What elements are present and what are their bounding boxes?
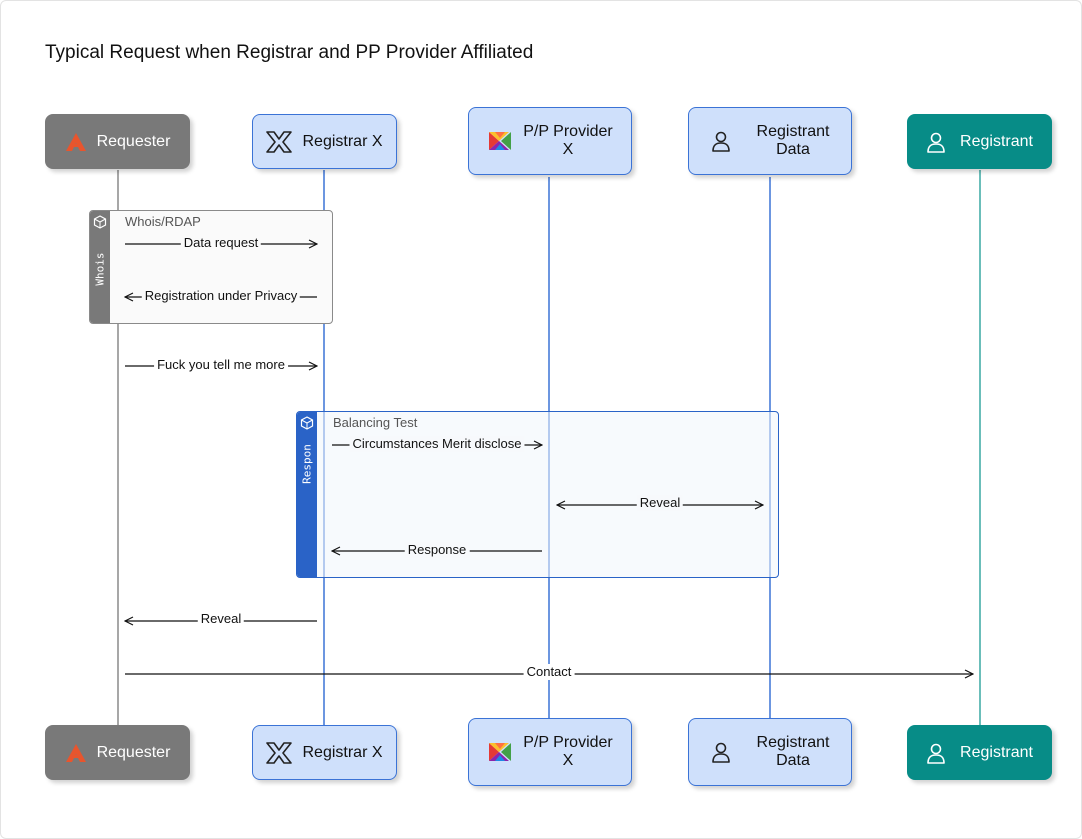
participant-registrant-data-bottom[interactable]: Registrant Data <box>688 718 852 786</box>
participant-label: Registrant <box>960 132 1033 150</box>
participant-registrant-top[interactable]: Registrant <box>907 114 1052 169</box>
fragment-whois-tab: Whois <box>90 211 110 323</box>
participant-registrant-bottom[interactable]: Registrant <box>907 725 1052 780</box>
participant-pp-provider-top[interactable]: P/P Provider X <box>468 107 632 175</box>
message-label: Response <box>404 542 470 558</box>
participant-requester-bottom[interactable]: Requester <box>45 725 190 780</box>
requester-logo-icon <box>65 743 87 763</box>
person-icon <box>711 130 731 152</box>
person-icon <box>926 131 946 153</box>
rainbow-x-icon <box>487 741 513 763</box>
participant-label: Registrar X <box>302 743 383 761</box>
participant-label: Requester <box>96 132 171 150</box>
fragment-respon-tab: Respon <box>297 412 317 577</box>
participant-registrar-bottom[interactable]: Registrar X <box>252 725 397 780</box>
fragment-whois: Whois Whois/RDAP <box>89 210 333 324</box>
message-label: Fuck you tell me more <box>154 357 288 373</box>
message-label: Reveal <box>636 495 684 511</box>
fragment-respon-title: Balancing Test <box>333 415 418 430</box>
participant-label: Registrant Data <box>756 123 830 158</box>
fragment-whois-title: Whois/RDAP <box>125 214 201 229</box>
fragment-icon <box>300 416 314 430</box>
participant-label: Registrar X <box>302 132 383 150</box>
requester-logo-icon <box>65 132 87 152</box>
x-logo-icon <box>266 130 293 153</box>
participant-label: P/P Provider X <box>523 123 613 158</box>
participant-label: P/P Provider X <box>523 734 613 769</box>
participant-requester-top[interactable]: Requester <box>45 114 190 169</box>
participant-label: Registrant <box>960 743 1033 761</box>
participant-registrar-top[interactable]: Registrar X <box>252 114 397 169</box>
participant-registrant-data-top[interactable]: Registrant Data <box>688 107 852 175</box>
message-label: Circumstances Merit disclose <box>349 436 525 452</box>
diagram-title: Typical Request when Registrar and PP Pr… <box>45 42 534 63</box>
participant-label: Registrant Data <box>756 734 830 769</box>
fragment-icon <box>93 215 107 229</box>
participant-pp-provider-bottom[interactable]: P/P Provider X <box>468 718 632 786</box>
message-label: Registration under Privacy <box>141 288 301 304</box>
rainbow-x-icon <box>487 130 513 152</box>
participant-label: Requester <box>96 743 171 761</box>
person-icon <box>711 741 731 763</box>
message-label: Data request <box>180 235 262 251</box>
message-label: Contact <box>523 664 575 680</box>
message-label: Reveal <box>197 611 245 627</box>
x-logo-icon <box>266 741 293 764</box>
person-icon <box>926 742 946 764</box>
